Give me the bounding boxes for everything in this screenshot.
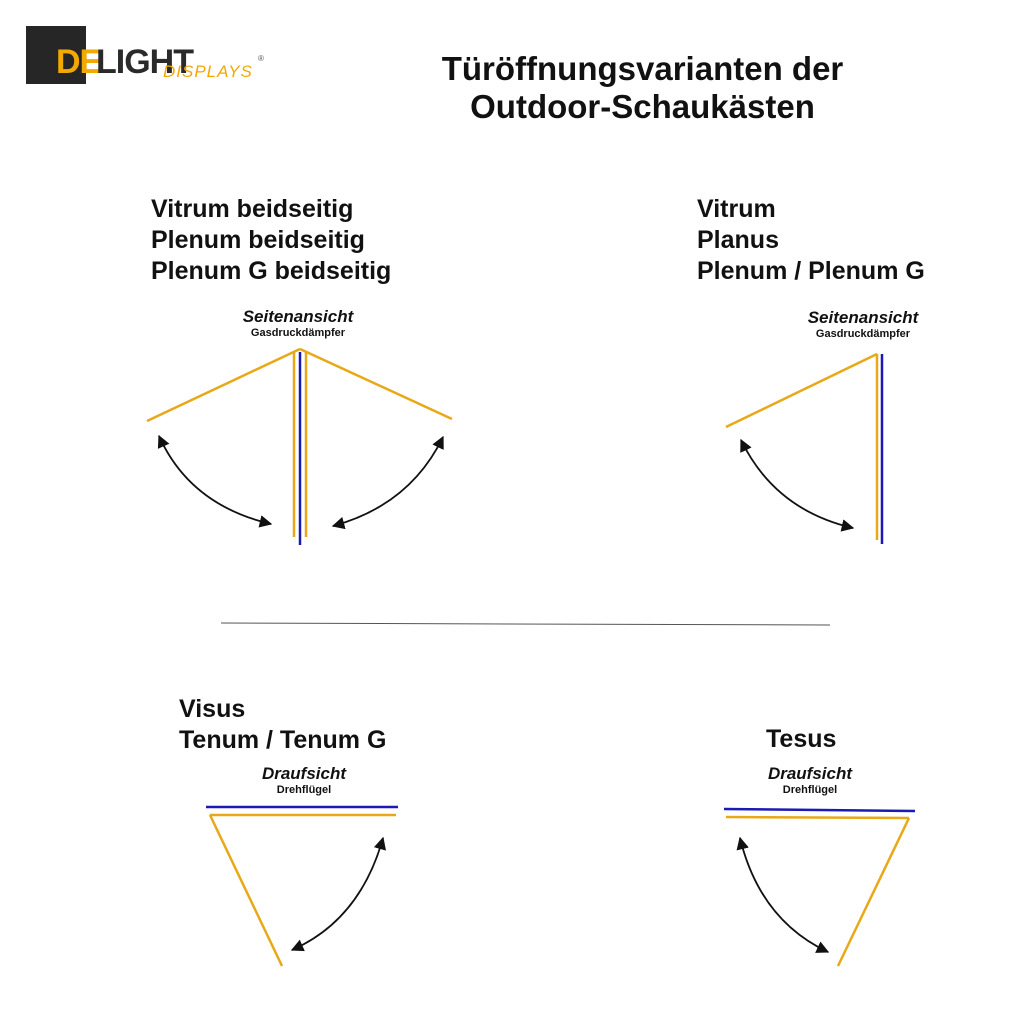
- door-open-left: [146, 347, 301, 423]
- page-title-line-1: Türöffnungsvarianten der: [441, 50, 844, 87]
- door-closed: [725, 815, 910, 820]
- model-name: Plenum G beidseitig: [151, 257, 392, 285]
- swing-arrow: [290, 836, 386, 952]
- view-label: Draufsicht Drehflügel: [710, 764, 910, 797]
- model-name: Tenum / Tenum G: [179, 726, 387, 754]
- group-title-top-left-hinge: Visus Tenum / Tenum G: [179, 694, 386, 756]
- group-title-top-right-hinge: Tesus: [766, 724, 836, 755]
- door-open: [725, 352, 878, 429]
- view-type: Seitenansicht: [807, 308, 919, 327]
- group-title-double-side: Vitrum beidseitig Plenum beidseitig Plen…: [151, 194, 391, 287]
- view-type: Draufsicht: [261, 764, 347, 783]
- page-title-line-2: Outdoor-Schaukästen: [470, 88, 815, 125]
- group-title-single-side: Vitrum Planus Plenum / Plenum G: [697, 194, 925, 287]
- model-name: Plenum / Plenum G: [697, 257, 925, 285]
- diagram-hinge-right: [723, 807, 916, 967]
- frame-line: [723, 807, 916, 813]
- swing-arrow: [740, 438, 855, 532]
- brand-logo: DE LIGHT DISPLAYS ®: [26, 26, 276, 86]
- model-name: Visus: [179, 695, 246, 723]
- view-label: Seitenansicht Gasdruckdämpfer: [763, 308, 963, 341]
- model-name: Plenum beidseitig: [151, 226, 365, 254]
- model-name: Vitrum: [697, 195, 776, 223]
- swing-arrow-right: [331, 435, 444, 530]
- swing-arrow-left: [157, 434, 273, 528]
- logo-displays: DISPLAYS: [163, 62, 253, 81]
- door-open-right: [299, 347, 453, 421]
- view-type: Draufsicht: [767, 764, 853, 783]
- door-open: [836, 817, 911, 967]
- view-type: Seitenansicht: [242, 307, 354, 326]
- view-label: Seitenansicht Gasdruckdämpfer: [198, 307, 398, 340]
- logo-dark-block: [26, 26, 86, 84]
- swing-arrow: [736, 836, 830, 953]
- view-label: Draufsicht Drehflügel: [204, 764, 404, 797]
- model-name: Vitrum beidseitig: [151, 195, 354, 223]
- section-divider: [220, 622, 831, 626]
- mechanism-type: Gasdruckdämpfer: [815, 328, 911, 340]
- logo-light: LIGHT: [96, 43, 194, 81]
- diagram-hinge-left: [206, 805, 398, 967]
- door-open: [208, 814, 284, 967]
- model-name: Tesus: [766, 725, 837, 753]
- mechanism-type: Gasdruckdämpfer: [250, 327, 346, 339]
- diagram-single-side: [725, 352, 884, 544]
- registered-mark: ®: [258, 54, 264, 63]
- page-title: Türöffnungsvarianten der Outdoor-Schaukä…: [380, 50, 905, 126]
- model-name: Planus: [697, 226, 779, 254]
- mechanism-type: Drehflügel: [276, 784, 332, 796]
- logo-de: DE: [56, 43, 102, 81]
- diagram-double-side: [146, 347, 453, 545]
- mechanism-type: Drehflügel: [782, 784, 838, 796]
